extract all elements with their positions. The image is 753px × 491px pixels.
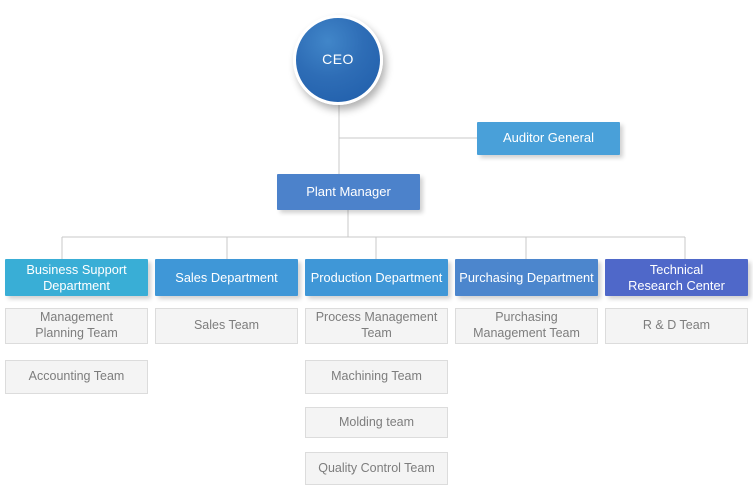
team-box-machining: Machining Team xyxy=(305,360,448,394)
department-box-purchasing: Purchasing Department xyxy=(455,259,598,296)
department-box-technical-research: Technical Research Center xyxy=(605,259,748,296)
department-box-sales: Sales Department xyxy=(155,259,298,296)
team-box-molding: Molding team xyxy=(305,407,448,438)
department-box-business-support: Business Support Department xyxy=(5,259,148,296)
team-box-accounting: Accounting Team xyxy=(5,360,148,394)
team-box-purchasing-management: Purchasing Management Team xyxy=(455,308,598,344)
team-box-management-planning: Management Planning Team xyxy=(5,308,148,344)
team-box-sales: Sales Team xyxy=(155,308,298,344)
plant-manager-box: Plant Manager xyxy=(277,174,420,210)
team-box-process-management: Process Management Team xyxy=(305,308,448,344)
team-box-quality-control: Quality Control Team xyxy=(305,452,448,485)
auditor-general-box: Auditor General xyxy=(477,122,620,155)
ceo-node: CEO xyxy=(293,15,383,105)
team-box-rnd: R & D Team xyxy=(605,308,748,344)
department-box-production: Production Department xyxy=(305,259,448,296)
